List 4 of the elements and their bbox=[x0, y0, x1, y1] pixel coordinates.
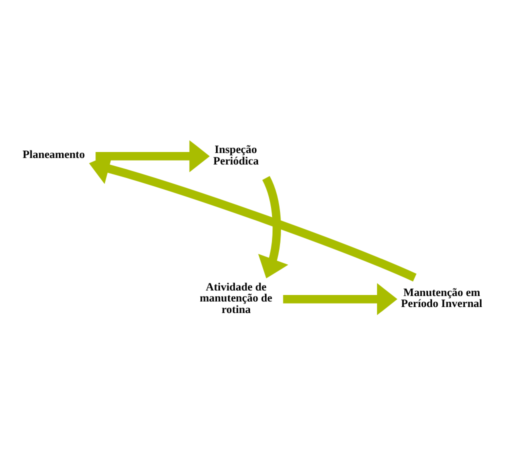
node-text: Inspeção Periódica bbox=[213, 144, 259, 168]
node-text: Planeamento bbox=[22, 149, 85, 162]
node-text: Manutenção em Período Invernal bbox=[401, 286, 482, 310]
node-text: Atividade de manutenção de rotina bbox=[200, 281, 272, 316]
